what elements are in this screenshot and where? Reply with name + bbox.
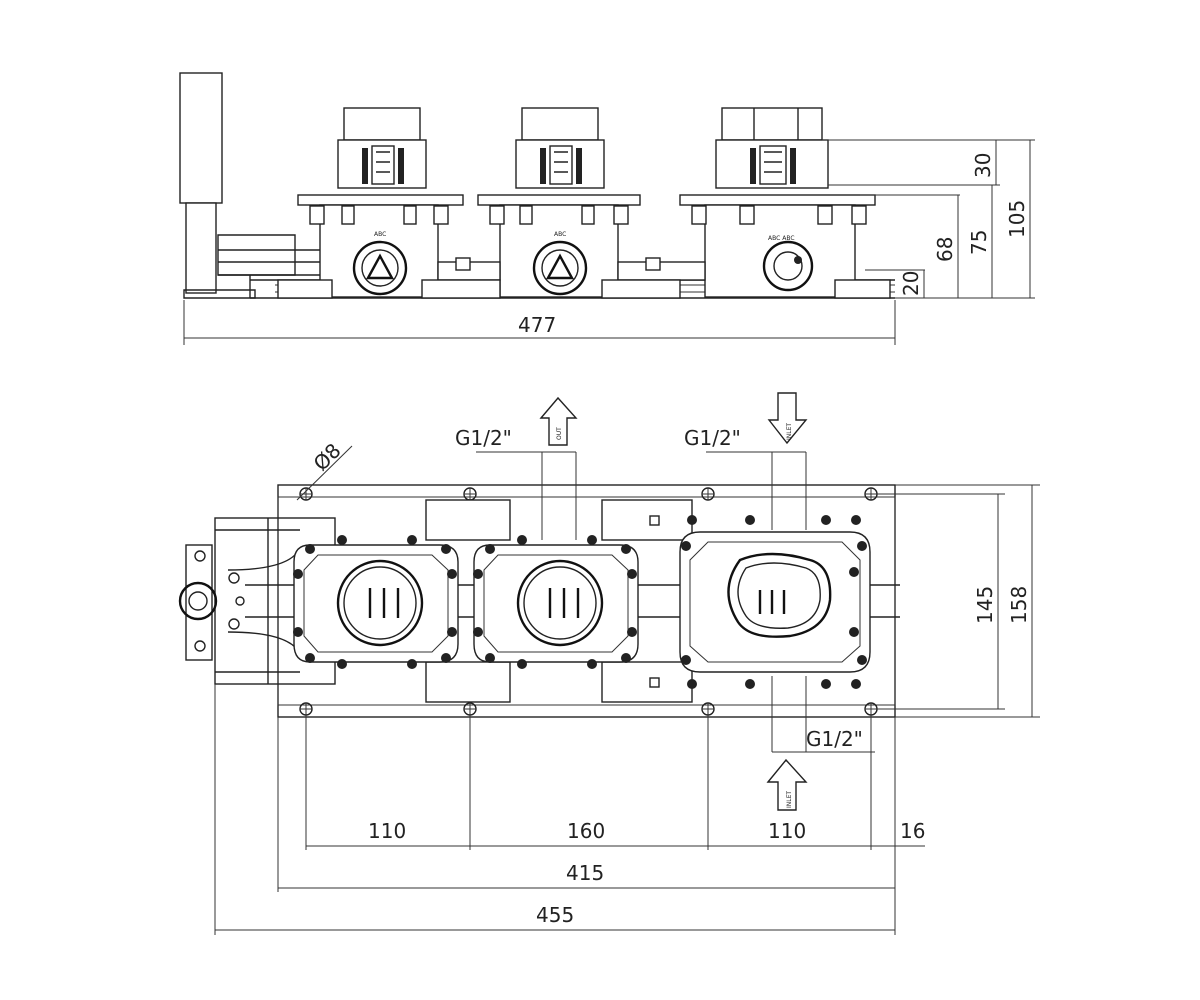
side-module-3: ABC ABC xyxy=(679,107,876,298)
dim-30: 30 xyxy=(971,153,995,178)
top-valve-2 xyxy=(516,559,604,647)
diameter-leader xyxy=(296,445,353,501)
top-valve-3 xyxy=(727,552,832,638)
side-flange-1 xyxy=(297,194,464,206)
top-valve-1 xyxy=(336,559,424,647)
dim-455: 455 xyxy=(536,903,574,927)
thread-in-leader xyxy=(706,451,807,530)
side-valve-port-1 xyxy=(352,240,408,296)
top-inlet-connector xyxy=(178,581,218,621)
side-handle-stem xyxy=(185,202,217,294)
side-valve-port-3 xyxy=(762,240,814,292)
dim-158: 158 xyxy=(1007,586,1031,624)
top-view: OUT INLET INLET G1/2" G1/2" G1/2" Ø8 145… xyxy=(178,392,1040,935)
top-module-2 xyxy=(473,535,639,669)
outlet-arrow: OUT xyxy=(539,396,578,446)
svg-text:ABC: ABC xyxy=(374,231,386,238)
side-connector-2 xyxy=(617,261,706,281)
svg-text:INLET: INLET xyxy=(786,423,793,440)
inlet-arrow-bottom: INLET xyxy=(766,758,808,811)
side-body-2 xyxy=(499,204,619,298)
thread-in-label: G1/2" xyxy=(684,426,741,450)
inlet-arrow-top: INLET xyxy=(767,392,808,445)
side-cap-3 xyxy=(721,107,823,141)
side-cap-1 xyxy=(343,107,421,141)
side-bracket-lines xyxy=(218,249,335,298)
top-wall-plate xyxy=(185,544,213,661)
side-module-2: ABC xyxy=(477,107,641,298)
dim-68: 68 xyxy=(933,237,957,262)
dim-145: 145 xyxy=(973,586,997,624)
svg-text:ABC ABC: ABC ABC xyxy=(768,235,795,242)
dim-160: 160 xyxy=(567,819,605,843)
side-body-1 xyxy=(319,204,439,298)
svg-text:INLET: INLET xyxy=(786,791,793,808)
dim-16: 16 xyxy=(900,819,925,843)
side-bracket-left xyxy=(217,234,296,276)
thread-out-label: G1/2" xyxy=(455,426,512,450)
side-view: ABC ABC xyxy=(179,72,1035,345)
diameter-label: Ø8 xyxy=(309,438,346,475)
thread-out-leader xyxy=(476,451,577,540)
top-width-dims: 110 160 110 16 415 455 xyxy=(214,684,925,935)
svg-text:ABC: ABC xyxy=(554,231,566,238)
svg-text:OUT: OUT xyxy=(556,427,563,440)
top-height-dims xyxy=(870,484,1040,718)
dim-75: 75 xyxy=(967,230,991,255)
thread-bottom-label: G1/2" xyxy=(806,727,863,751)
top-module-3 xyxy=(679,515,871,689)
dim-105: 105 xyxy=(1005,200,1029,238)
side-cap-2 xyxy=(521,107,599,141)
dim-110-right: 110 xyxy=(768,819,806,843)
side-flange-3 xyxy=(679,194,876,206)
side-dimensions: 477 30 105 75 68 20 xyxy=(183,139,1035,345)
side-module-1: ABC xyxy=(297,107,464,298)
side-handle-tall xyxy=(179,72,223,204)
dim-110-left: 110 xyxy=(368,819,406,843)
dim-415: 415 xyxy=(566,861,604,885)
dim-477: 477 xyxy=(518,313,556,337)
side-valve-port-2 xyxy=(532,240,588,296)
thread-bottom-leader xyxy=(771,676,875,753)
dim-20: 20 xyxy=(899,271,923,296)
top-module-1 xyxy=(293,535,459,669)
side-flange-2 xyxy=(477,194,641,206)
